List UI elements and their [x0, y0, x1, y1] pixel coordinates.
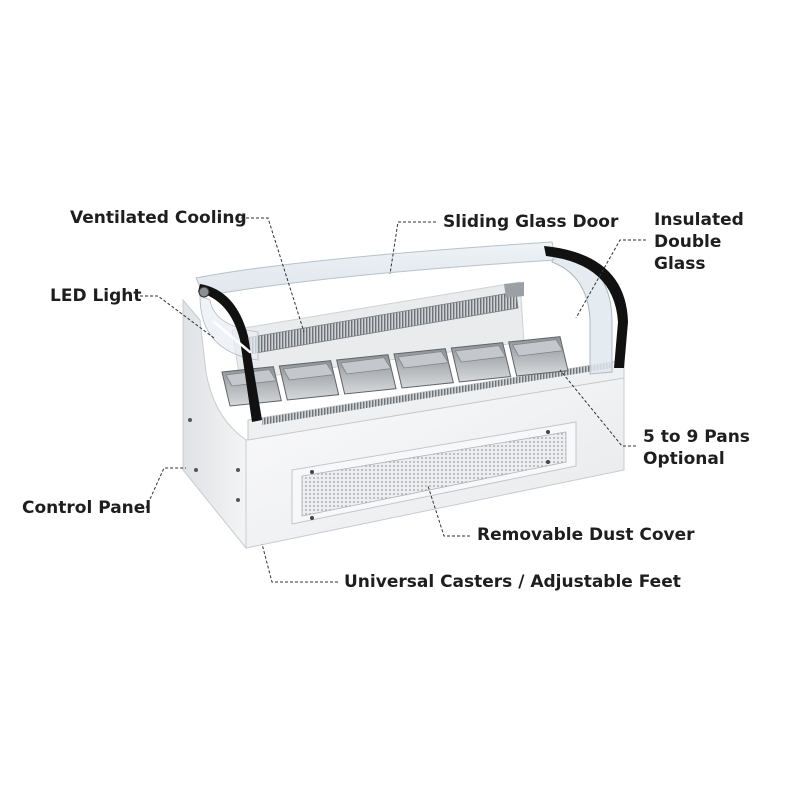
food-pan-rim	[282, 363, 335, 381]
label-line: Insulated	[654, 210, 744, 230]
label-sliding-glass-door: Sliding Glass Door	[443, 212, 619, 232]
screw-icon	[546, 460, 550, 464]
label-casters-feet: Universal Casters / Adjustable Feet	[344, 572, 681, 592]
screw-icon	[188, 418, 192, 422]
screw-icon	[310, 516, 314, 520]
leader-control-panel	[145, 467, 186, 509]
leader-ventilated-cooling	[236, 217, 305, 333]
screw-icon	[236, 468, 240, 472]
glass-canopy	[195, 241, 628, 422]
food-pan-rim	[397, 351, 450, 369]
leader-insulated-double-glass	[575, 239, 646, 319]
left-end-frame	[198, 284, 262, 422]
screw-icon	[194, 468, 198, 472]
leader-dust-cover	[427, 485, 470, 537]
door-rail	[504, 282, 524, 298]
label-control-panel: Control Panel	[22, 498, 152, 518]
hinge-knob-icon	[198, 286, 210, 298]
right-end-frame	[544, 246, 628, 368]
screw-icon	[310, 470, 314, 474]
removable-dust-cover[interactable]	[291, 421, 577, 525]
label-ventilated-cooling: Ventilated Cooling	[70, 208, 247, 228]
label-line: Double	[654, 232, 722, 252]
screw-icon	[236, 498, 240, 502]
leader-sliding-glass-door	[389, 221, 436, 275]
label-pans-optional: 5 to 9 Pans Optional	[643, 426, 750, 470]
pan-row	[221, 336, 569, 407]
label-insulated-double-glass: Insulated Double Glass	[654, 209, 744, 275]
label-removable-dust-cover: Removable Dust Cover	[477, 525, 695, 545]
screw-icon	[546, 430, 550, 434]
food-pan-rim	[454, 345, 507, 363]
leader-led-light	[140, 295, 215, 339]
label-line: Optional	[643, 449, 725, 469]
food-pan-rim	[512, 339, 564, 357]
food-pan-rim	[340, 357, 392, 375]
label-line: Glass	[654, 254, 706, 274]
cabinet	[182, 281, 625, 550]
label-line: 5 to 9 Pans	[643, 427, 750, 447]
led-light-bar	[212, 320, 252, 354]
dust-cover-mesh	[301, 431, 567, 517]
label-led-light: LED Light	[50, 286, 142, 306]
front-vent-strip	[262, 362, 612, 425]
leader-casters	[261, 543, 338, 583]
leader-lines	[140, 217, 646, 583]
